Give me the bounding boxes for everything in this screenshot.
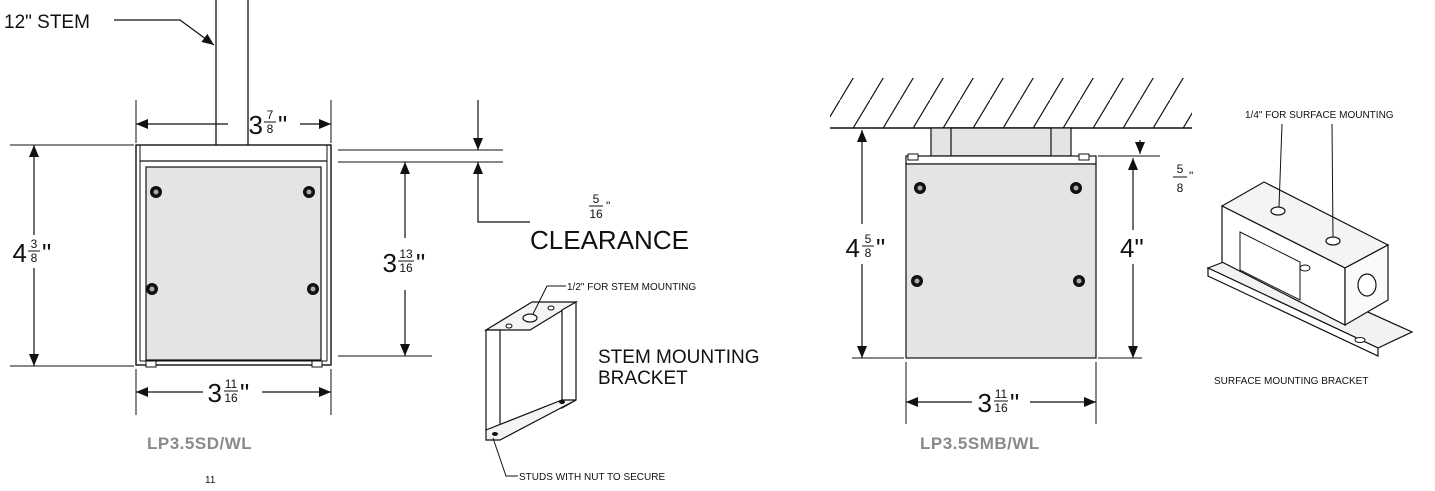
clearance-label: 5 16 " CLEARANCE	[530, 192, 689, 255]
surface-hole-note: 1/4" FOR SURFACE MOUNTING	[1245, 110, 1394, 121]
stem-leader	[114, 19, 215, 46]
svg-text:16: 16	[589, 207, 603, 221]
svg-text:8: 8	[865, 246, 872, 260]
svg-text:4: 4	[846, 233, 860, 263]
svg-text:11: 11	[225, 377, 238, 391]
surface-hole-leader-1	[1278, 123, 1283, 208]
stud-icon	[492, 432, 498, 436]
surface-mounting-bracket: 1/4" FOR SURFACE MOUNTING SURFACE MOUNTI…	[1206, 110, 1414, 387]
svg-text:13: 13	[399, 247, 413, 261]
screw-icon	[911, 275, 923, 287]
stud-icon	[559, 400, 565, 404]
svg-text:": "	[278, 110, 287, 140]
right-model-name: LP3.5SMB/WL	[920, 434, 1040, 453]
right-foot-right	[1078, 153, 1090, 161]
small-hole-icon	[505, 323, 513, 329]
svg-text:3: 3	[31, 237, 38, 251]
svg-text:": "	[606, 199, 610, 213]
svg-text:": "	[42, 238, 51, 268]
screw-icon	[1070, 182, 1082, 194]
svg-text:": "	[1010, 388, 1019, 418]
svg-text:": "	[876, 233, 885, 263]
dim-r-right-height-label: 4"	[1120, 233, 1144, 263]
surface-hole-icon	[1270, 206, 1286, 216]
studs-note: STUDS WITH NUT TO SECURE	[519, 472, 665, 483]
svg-text:3: 3	[383, 248, 397, 278]
stem-bracket-title-1: STEM MOUNTING	[598, 347, 760, 368]
surface-bracket-block	[930, 127, 1072, 157]
surface-hole-icon	[1325, 236, 1341, 246]
foot-left	[145, 360, 157, 368]
svg-text:8: 8	[31, 251, 38, 265]
dim-left-height-label: 4 3 8 "	[13, 237, 52, 268]
screw-icon	[150, 186, 162, 198]
ceiling-hatch	[830, 78, 1192, 128]
left-model-name: LP3.5SD/WL	[147, 434, 252, 453]
svg-text:": "	[1189, 169, 1193, 183]
right-foot-left	[907, 153, 919, 161]
svg-text:": "	[240, 378, 249, 408]
svg-text:8: 8	[267, 122, 274, 136]
left-face-panel	[145, 166, 322, 361]
svg-text:3: 3	[249, 110, 263, 140]
stem-hole-note: 1/2" FOR STEM MOUNTING	[567, 282, 696, 293]
block-hole-icon	[1299, 264, 1311, 272]
svg-text:3: 3	[978, 388, 992, 418]
dim-right-height-label: 3 13 16 "	[383, 247, 426, 278]
screw-icon	[303, 186, 315, 198]
page-number: 11	[205, 475, 216, 486]
right-unit-drawing: 4 5 8 " 4" 5 8 " 3 11 16 "	[830, 78, 1193, 453]
plate-slot-icon	[1354, 337, 1366, 343]
stem-mounting-bracket: 1/2" FOR STEM MOUNTING STEM MOUNTING BRA…	[483, 282, 760, 483]
stem-hole-leader	[532, 285, 566, 315]
svg-text:5: 5	[593, 192, 600, 206]
stem-bracket-title-2: BRACKET	[598, 368, 688, 389]
stem-label: 12" STEM	[4, 12, 90, 33]
screw-icon	[914, 182, 926, 194]
screw-icon	[307, 283, 319, 295]
foot-right	[311, 360, 323, 368]
dim-r-bottom-width-label: 3 11 16 "	[978, 387, 1020, 418]
surface-bracket-plate-edge	[1207, 267, 1379, 357]
svg-text:4: 4	[13, 238, 27, 268]
svg-text:3: 3	[208, 378, 222, 408]
stem-hole-icon	[522, 313, 538, 323]
svg-text:16: 16	[399, 261, 413, 275]
svg-text:5: 5	[1177, 162, 1184, 176]
dim-clearance-arrow-bottom	[473, 162, 530, 223]
svg-text:11: 11	[995, 387, 1008, 401]
right-face-panel	[905, 163, 1097, 359]
dim-bottom-width-label: 3 11 16 "	[208, 377, 250, 408]
svg-text:16: 16	[994, 401, 1008, 415]
right-housing-top	[905, 155, 1097, 165]
dim-r-left-height-label: 4 5 8 "	[846, 232, 886, 263]
side-hole-icon	[1357, 273, 1377, 297]
stem-bracket-front-wall	[485, 329, 501, 431]
svg-text:5: 5	[865, 232, 872, 246]
svg-text:": "	[416, 248, 425, 278]
svg-text:CLEARANCE: CLEARANCE	[530, 225, 689, 255]
surface-bracket-slot	[1239, 231, 1301, 301]
small-hole-icon	[547, 305, 555, 311]
screw-icon	[1073, 275, 1085, 287]
svg-text:7: 7	[267, 108, 274, 122]
stem-bracket-back-wall	[561, 300, 577, 410]
surface-hole-leader-2	[1331, 123, 1334, 238]
studs-leader	[492, 437, 518, 477]
svg-text:16: 16	[224, 391, 238, 405]
screw-icon	[146, 283, 158, 295]
dim-top-width-label: 3 7 8 "	[249, 108, 288, 140]
dim-offset-label: 5 8 "	[1173, 162, 1193, 195]
surface-bracket-title: SURFACE MOUNTING BRACKET	[1214, 376, 1368, 387]
stem-bracket-bottom	[485, 399, 577, 441]
left-unit-drawing: 12" STEM 3 7 8 " 4 3 8 "	[4, 0, 689, 486]
svg-text:8: 8	[1177, 181, 1184, 195]
